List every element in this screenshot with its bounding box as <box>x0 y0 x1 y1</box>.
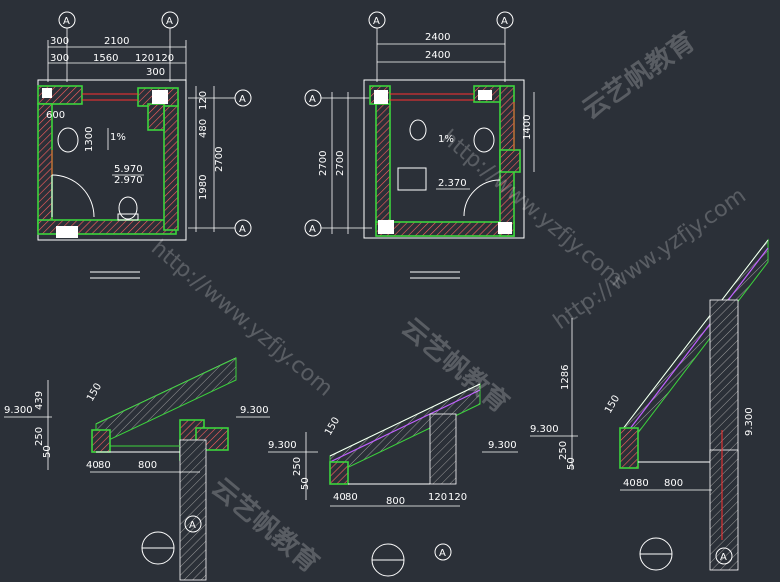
dim-label: 250 <box>558 441 569 460</box>
level-label: 2.970 <box>114 175 143 186</box>
dim-label: 1980 <box>198 175 209 200</box>
svg-text:A: A <box>239 94 246 105</box>
dim-label: 80 <box>345 492 358 503</box>
slope-label: 1% <box>110 132 126 143</box>
dim-label: 120 <box>448 492 467 503</box>
svg-text:A: A <box>166 16 173 27</box>
dim-label: 2400 <box>425 50 450 61</box>
svg-text:A: A <box>373 16 380 27</box>
axis-bubble: A <box>304 219 322 237</box>
svg-text:A: A <box>720 552 727 563</box>
watermark: 云艺帆教育 <box>576 26 700 126</box>
dim-label: 120 <box>155 53 174 64</box>
dim-label: 300 <box>146 67 165 78</box>
level-label: 9.300 <box>268 440 297 451</box>
dim-label: 40 <box>86 460 99 471</box>
axis-bubble: A <box>184 515 202 533</box>
dim-label: 1400 <box>522 115 533 140</box>
dim-label: 50 <box>566 457 577 470</box>
svg-text:A: A <box>309 224 316 235</box>
level-label: 9.300 <box>744 407 755 436</box>
svg-text:A: A <box>501 16 508 27</box>
svg-text:A: A <box>309 94 316 105</box>
level-label: 9.300 <box>240 405 269 416</box>
dim-label: 2100 <box>104 36 129 47</box>
axis-bubble: A <box>434 543 452 561</box>
angle-label: 150 <box>85 381 104 403</box>
section-3: 1286 9.300 250 50 40 80 800 150 9.300 A <box>530 238 769 571</box>
dim-label: 2700 <box>335 151 346 176</box>
dim-label: 250 <box>292 457 303 476</box>
section-2: 9.300 250 50 40 80 800 120 120 150 9.300… <box>268 383 518 577</box>
dim-label: 2700 <box>214 147 225 172</box>
dim-label: 40 <box>623 478 636 489</box>
dim-label: 439 <box>34 391 45 410</box>
dim-label: 2700 <box>318 151 329 176</box>
dim-label: 1560 <box>93 53 118 64</box>
dim-label: 50 <box>42 445 53 458</box>
axis-bubble: A <box>234 89 252 107</box>
dim-label: 800 <box>664 478 683 489</box>
dim-label: 300 <box>50 36 69 47</box>
svg-text:A: A <box>439 548 446 559</box>
dim-label: 600 <box>46 110 65 121</box>
plan-right: A A A A 2400 2400 2700 2700 <box>304 11 535 279</box>
level-label: 2.370 <box>438 178 467 189</box>
dim-label: 250 <box>34 427 45 446</box>
axis-bubble: A <box>368 11 386 29</box>
angle-label: 150 <box>603 393 622 415</box>
svg-text:A: A <box>63 16 70 27</box>
dim-label: 480 <box>198 119 209 138</box>
slope-label: 1% <box>438 134 454 145</box>
axis-bubble: A <box>58 11 76 29</box>
dim-label: 80 <box>98 460 111 471</box>
dim-label: 50 <box>300 477 311 490</box>
dim-label: 1300 <box>84 127 95 152</box>
level-label: 5.970 <box>114 164 143 175</box>
watermark: http://www.yzfjy.com <box>146 235 337 401</box>
level-label: 9.300 <box>488 440 517 451</box>
angle-label: 150 <box>323 415 342 437</box>
axis-bubble: A <box>715 547 733 565</box>
dim-label: 80 <box>636 478 649 489</box>
dim-label: 2400 <box>425 32 450 43</box>
dim-label: 40 <box>333 492 346 503</box>
dim-label: 1286 <box>560 365 571 390</box>
axis-bubble: A <box>234 219 252 237</box>
level-label: 9.300 <box>4 405 33 416</box>
svg-text:A: A <box>239 224 246 235</box>
plan-left: A A A A 300 2100 300 1560 120 120 300 <box>37 11 252 279</box>
dim-label: 800 <box>386 496 405 507</box>
axis-bubble: A <box>496 11 514 29</box>
dim-label: 800 <box>138 460 157 471</box>
axis-bubble: A <box>304 89 322 107</box>
axis-bubble: A <box>161 11 179 29</box>
dim-label: 300 <box>50 53 69 64</box>
section-1: 9.300 439 250 50 40 80 800 150 9.300 A <box>4 357 270 581</box>
dim-label: 120 <box>135 53 154 64</box>
svg-text:A: A <box>189 520 196 531</box>
dim-label: 120 <box>428 492 447 503</box>
level-label: 9.300 <box>530 424 559 435</box>
dim-label: 120 <box>198 91 209 110</box>
